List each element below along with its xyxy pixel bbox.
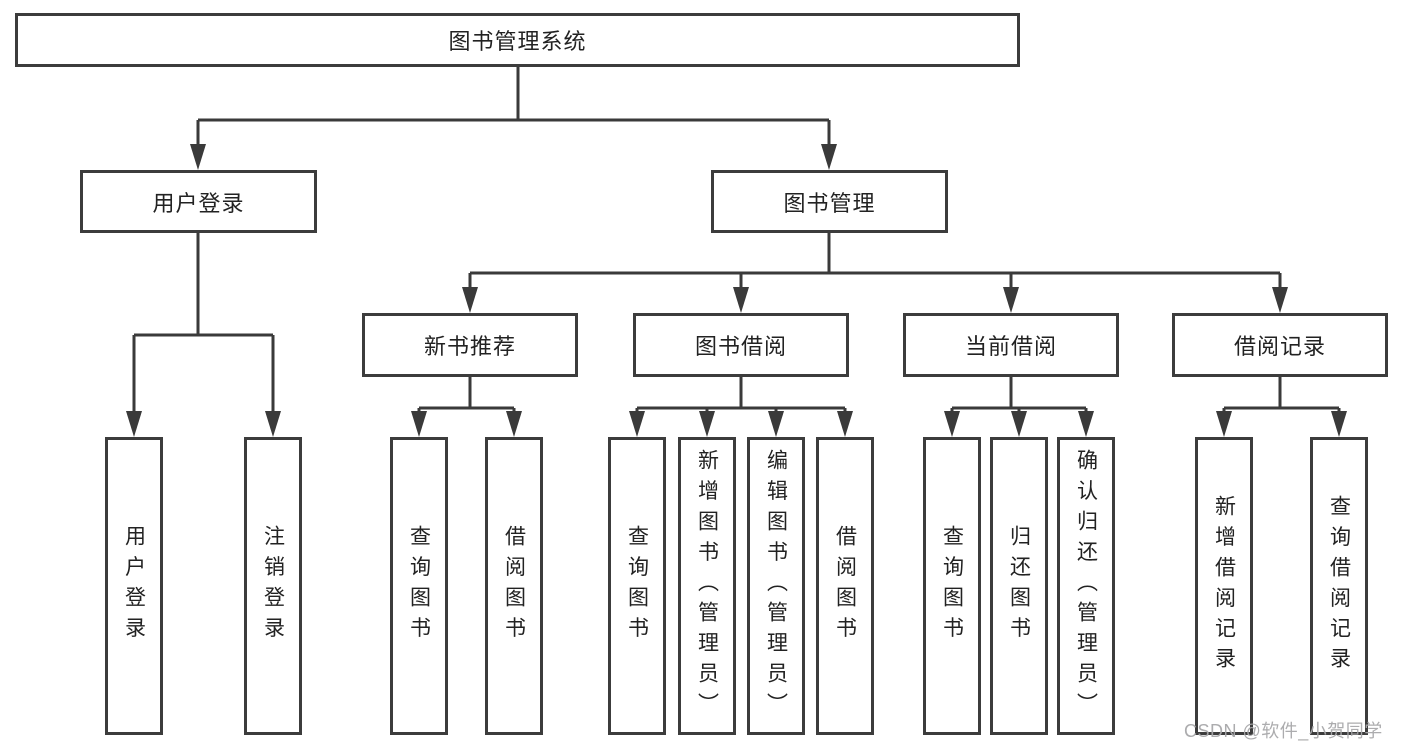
arrowheads [126, 144, 1347, 437]
leaf-recommend-query-books: 查询图书 [390, 437, 448, 735]
leaf-return-books: 归还图书 [990, 437, 1048, 735]
leaf-query-borrow-record: 查询借阅记录 [1310, 437, 1368, 735]
leaf-borrow-query-books: 查询图书 [608, 437, 666, 735]
leaf-confirm-return-admin: 确认归还（管理员） [1057, 437, 1115, 735]
leaf-edit-books-admin: 编辑图书（管理员） [747, 437, 805, 735]
node-current-borrowing: 当前借阅 [903, 313, 1119, 377]
node-user-login: 用户登录 [80, 170, 317, 233]
leaf-current-query-books: 查询图书 [923, 437, 981, 735]
csdn-watermark: CSDN @软件_小贺同学 [1184, 721, 1383, 741]
leaf-user-login: 用户登录 [105, 437, 163, 735]
node-new-book-recommendation: 新书推荐 [362, 313, 578, 377]
leaf-add-borrow-record: 新增借阅记录 [1195, 437, 1253, 735]
leaf-borrow-books: 借阅图书 [816, 437, 874, 735]
node-borrowing-records: 借阅记录 [1172, 313, 1388, 377]
leaf-logout: 注销登录 [244, 437, 302, 735]
node-book-borrowing: 图书借阅 [633, 313, 849, 377]
node-book-management: 图书管理 [711, 170, 948, 233]
node-system-root: 图书管理系统 [15, 13, 1020, 67]
leaf-add-books-admin: 新增图书（管理员） [678, 437, 736, 735]
leaf-recommend-borrow-books: 借阅图书 [485, 437, 543, 735]
